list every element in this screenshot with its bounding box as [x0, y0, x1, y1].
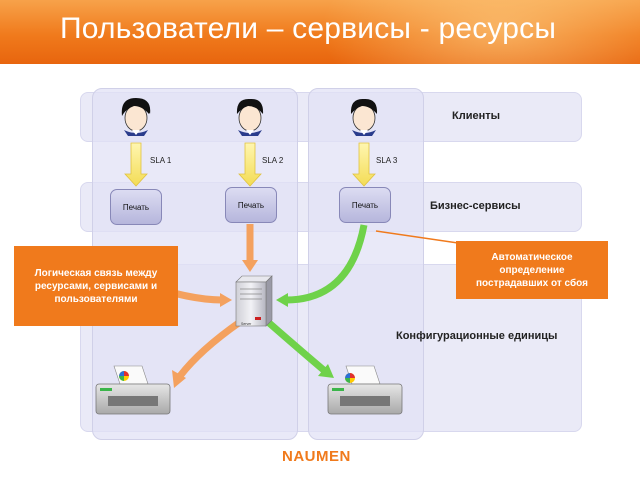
arrow-server-to-printer-1	[172, 319, 243, 388]
business-label: Бизнес-сервисы	[430, 200, 521, 212]
banner-glow	[320, 0, 640, 64]
callout-auto-detection: Автоматическое определение пострадавших …	[456, 241, 608, 299]
server-label: Server	[241, 322, 252, 326]
server-icon	[235, 275, 273, 327]
arrow-service3-to-server	[276, 224, 368, 307]
service-box-2: Печать	[225, 187, 277, 223]
arrow-server-to-printer-2	[265, 319, 334, 378]
user-icon	[350, 98, 378, 136]
sla-arrow-3	[352, 142, 376, 187]
service-box-3: Печать	[339, 187, 391, 223]
user-icon	[121, 98, 151, 136]
service-box-1: Печать	[110, 189, 162, 225]
title-banner: Пользователи – сервисы - ресурсы	[0, 0, 640, 64]
naumen-logo: NAUMEN	[282, 448, 378, 470]
clients-label: Клиенты	[452, 110, 501, 122]
callout-logical-link: Логическая связь между ресурсами, сервис…	[14, 246, 178, 326]
arrow-service2-to-server	[242, 224, 258, 272]
callout-connector	[375, 230, 459, 244]
sla-label-1: SLA 1	[150, 156, 172, 165]
sla-label-2: SLA 2	[262, 156, 284, 165]
user-icon	[236, 98, 264, 136]
printer-icon	[327, 365, 403, 415]
printer-icon	[95, 365, 171, 415]
sla-arrow-2	[238, 142, 262, 187]
naumen-logo-word: NAUMEN	[282, 448, 351, 465]
slide-title: Пользователи – сервисы - ресурсы	[60, 12, 557, 45]
config-label: Конфигурационные единицы	[396, 330, 558, 342]
sla-label-3: SLA 3	[376, 156, 398, 165]
sla-arrow-1	[124, 142, 148, 187]
